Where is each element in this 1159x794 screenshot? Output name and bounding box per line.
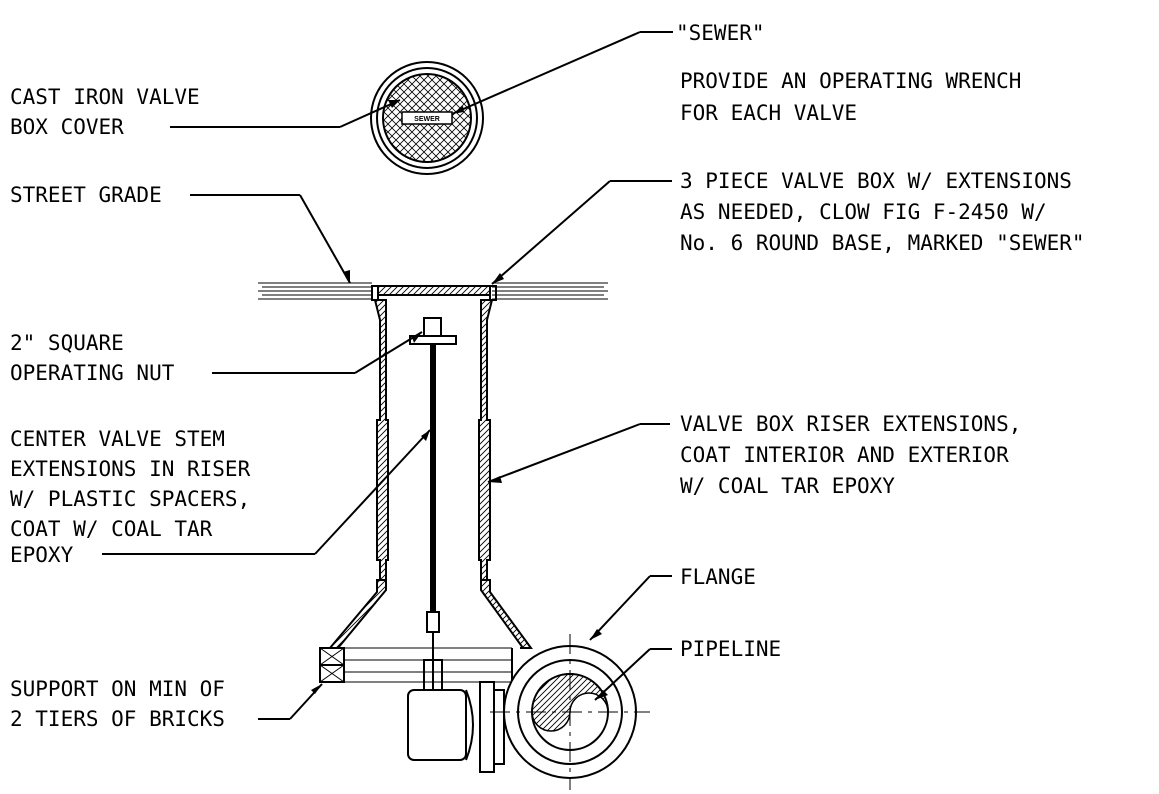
stem-label-line-2: EXTENSIONS IN RISER <box>10 457 251 481</box>
leader-lines <box>102 31 673 720</box>
valve-box-label-line-3: No. 6 ROUND BASE, MARKED "SEWER" <box>680 231 1085 255</box>
bricks-label-line-2: 2 TIERS OF BRICKS <box>10 707 225 731</box>
valve-box-cover-plan: SEWER <box>370 61 484 175</box>
street-grade-label: STREET GRADE <box>10 183 162 207</box>
sewer-callout-label: "SEWER" <box>676 21 765 45</box>
cover-plate-text: SEWER <box>414 116 440 123</box>
valve-box-riser <box>327 299 533 649</box>
operating-nut-and-stem <box>409 317 457 690</box>
riser-label-line-1: VALVE BOX RISER EXTENSIONS, <box>680 412 1021 436</box>
pipeline-label: PIPELINE <box>680 637 781 661</box>
valve-body <box>407 648 513 773</box>
annotation-labels: "SEWER" PROVIDE AN OPERATING WRENCH FOR … <box>10 21 1085 731</box>
wrench-note-line-1: PROVIDE AN OPERATING WRENCH <box>680 69 1021 93</box>
flange-label: FLANGE <box>680 565 756 589</box>
valve-box-label-line-2: AS NEEDED, CLOW FIG F-2450 W/ <box>680 200 1047 224</box>
wrench-note-line-2: FOR EACH VALVE <box>680 101 857 125</box>
stem-label-line-5: EPOXY <box>10 543 74 567</box>
cover-label-line-2: BOX COVER <box>10 115 124 139</box>
stem-label-line-3: W/ PLASTIC SPACERS, <box>10 487 250 511</box>
bricks-label-line-1: SUPPORT ON MIN OF <box>10 677 225 701</box>
nut-label-line-1: 2" SQUARE <box>10 331 124 355</box>
cover-label-line-1: CAST IRON VALVE <box>10 85 200 109</box>
valve-box-top <box>371 285 497 301</box>
brick-support <box>319 647 512 683</box>
nut-label-line-2: OPERATING NUT <box>10 361 175 385</box>
riser-label-line-3: W/ COAL TAR EPOXY <box>680 474 895 498</box>
street-grade-lines <box>258 282 608 300</box>
stem-label-line-4: COAT W/ COAL TAR <box>10 517 213 541</box>
valve-box-label-line-1: 3 PIECE VALVE BOX W/ EXTENSIONS <box>680 169 1072 193</box>
riser-label-line-2: COAT INTERIOR AND EXTERIOR <box>680 443 1009 467</box>
stem-label-line-1: CENTER VALVE STEM <box>10 427 225 451</box>
pipeline-section <box>490 634 650 790</box>
